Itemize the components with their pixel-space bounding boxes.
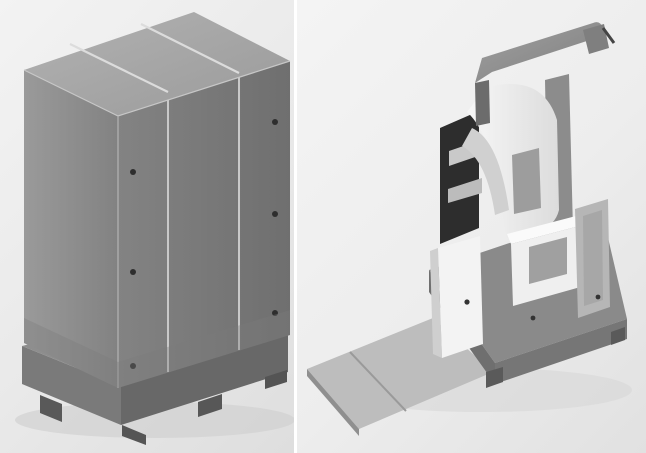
pallet-foot [486, 367, 503, 388]
crate-panel [0, 0, 294, 453]
column-shelf [448, 178, 482, 203]
bolt [130, 269, 136, 275]
crate-shadow [15, 402, 294, 438]
pallet-foot [265, 370, 287, 389]
panel-divider [294, 0, 297, 453]
loading-ramp-edge [307, 369, 359, 436]
crate-top-face [24, 12, 290, 116]
arm-clamp [583, 24, 609, 54]
pallet-foot [198, 394, 222, 417]
crate-front-face [24, 70, 118, 388]
crate-bottom-band [24, 310, 290, 388]
bolt [530, 315, 536, 321]
arm-drop [475, 80, 490, 126]
pallet-foot [122, 425, 146, 445]
bolt [130, 169, 136, 175]
ramp-groove [349, 351, 407, 412]
bolt [464, 299, 470, 305]
pallet-front-face [22, 346, 121, 425]
body-shading [462, 128, 509, 215]
pallet-side-face [121, 332, 288, 425]
storage-box-top [507, 216, 583, 244]
pallet-foot [40, 395, 62, 422]
front-pedestal-side [430, 248, 442, 358]
arm-hook [601, 27, 616, 44]
front-pedestal [438, 236, 483, 358]
machine-illustration [307, 22, 632, 436]
machine-panel [297, 0, 646, 453]
storage-box-cavity [529, 237, 567, 284]
inner-insert [512, 148, 541, 214]
crate-strap [140, 23, 240, 74]
bolt [272, 119, 278, 125]
bolt [595, 294, 601, 300]
overhead-arm [475, 22, 603, 84]
side-panel-inset [583, 210, 603, 306]
pallet-foot [611, 327, 625, 345]
bolt [272, 310, 278, 316]
pallet-tray-side [495, 319, 627, 384]
bolt [272, 211, 278, 217]
bolt [130, 363, 136, 369]
crate-strap [69, 43, 169, 93]
crate-side-face [118, 61, 290, 388]
crate-illustration [15, 12, 294, 445]
